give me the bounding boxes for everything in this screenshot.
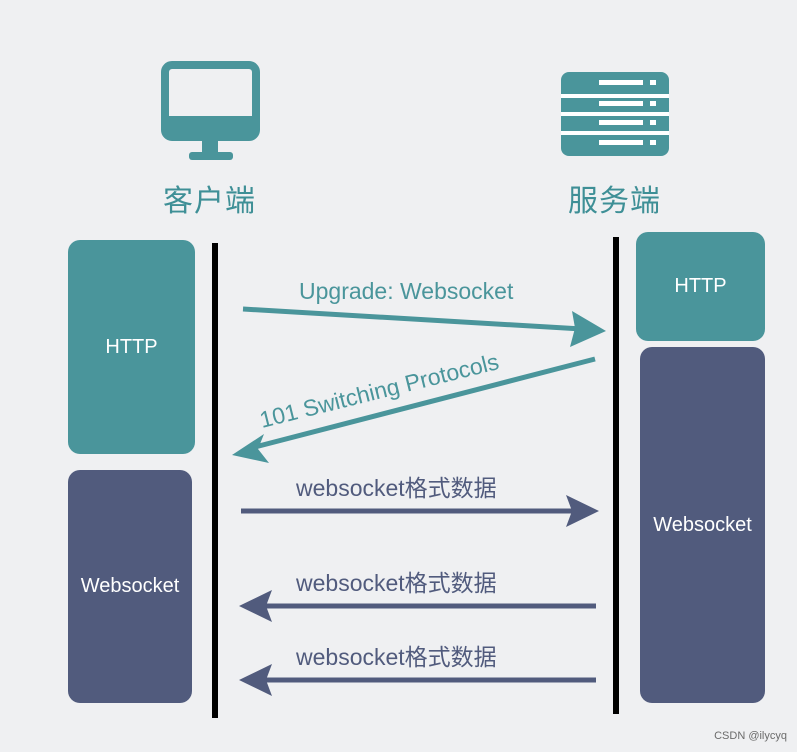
server-http-block: HTTP — [636, 232, 765, 341]
client-websocket-label: Websocket — [80, 575, 180, 597]
watermark: CSDN @ilycyq — [714, 730, 787, 742]
server-http-label: HTTP — [674, 275, 727, 297]
client-http-block: HTTP — [68, 240, 195, 454]
server-label: 服务端 — [568, 184, 661, 219]
server-rack-icon — [561, 72, 669, 156]
arrow-ws-data-1 — [241, 495, 599, 527]
server-websocket-label: Websocket — [653, 513, 752, 536]
arrow-switching-protocols — [232, 356, 596, 463]
message-label-ws-2: websocket格式数据 — [295, 570, 497, 596]
arrow-ws-data-3 — [239, 664, 596, 696]
server-websocket-block: Websocket — [640, 347, 765, 703]
arrow-upgrade — [242, 306, 606, 347]
client-lifeline — [212, 243, 218, 718]
server-lifeline — [613, 237, 619, 714]
message-label-ws-3: websocket格式数据 — [295, 644, 497, 670]
arrow-ws-data-2 — [239, 590, 596, 622]
monitor-icon — [161, 61, 260, 160]
message-label-ws-1: websocket格式数据 — [295, 475, 497, 501]
client-websocket-block: Websocket — [68, 470, 192, 703]
client-label: 客户端 — [163, 184, 256, 219]
message-label-upgrade: Upgrade: Websocket — [299, 278, 514, 304]
client-http-label: HTTP — [105, 335, 158, 358]
